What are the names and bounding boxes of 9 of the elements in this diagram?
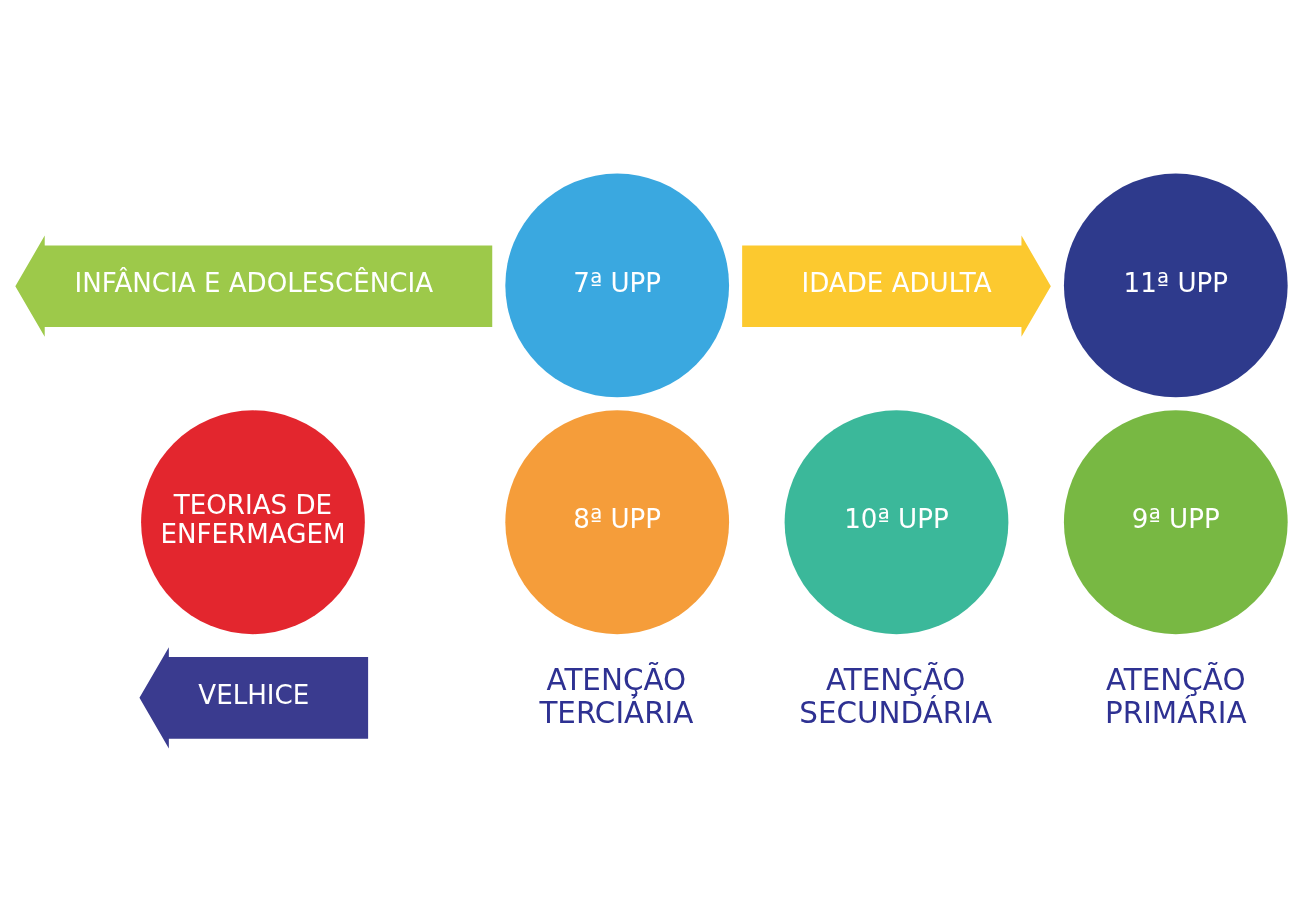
label: ATENÇÃO SECUNDÁRIA (799, 662, 993, 730)
label: ATENÇÃO TERCIÁRIA (539, 662, 694, 730)
label: ATENÇÃO PRIMÁRIA (1105, 662, 1247, 730)
node-circle: 9ª UPP (1063, 409, 1288, 634)
node-circle: 11ª UPP (1063, 173, 1288, 397)
node-circle: 8ª UPP (505, 409, 730, 634)
node-circle: 7ª UPP (505, 173, 730, 397)
node-circle: 10ª UPP (784, 409, 1009, 634)
node-circle: TEORIAS DE ENFERMAGEM (141, 409, 365, 634)
